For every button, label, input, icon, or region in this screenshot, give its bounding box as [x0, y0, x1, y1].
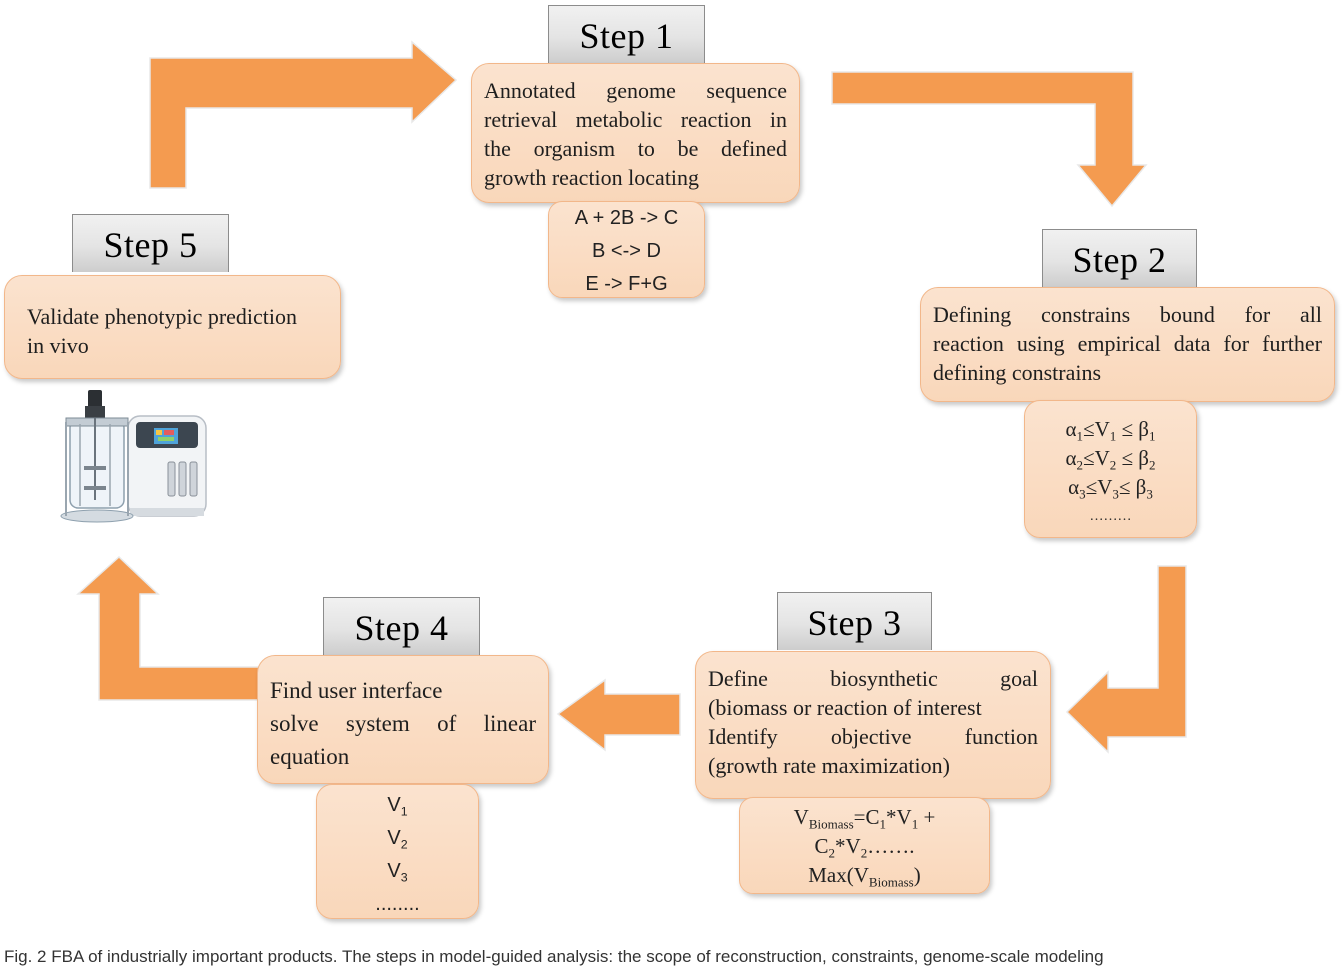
step-1-reactions: A + 2B -> C B <-> D E -> F+G [548, 201, 705, 298]
arrow-step2-to-step3 [1065, 565, 1187, 754]
arrow-step4-to-step5 [76, 555, 263, 701]
step-1-tab: Step 1 [548, 5, 705, 63]
step-2-line: reaction using empirical data for furthe… [933, 331, 1322, 356]
step-1-line: growth reaction locating [484, 165, 700, 190]
reaction-equation: E -> F+G [585, 273, 668, 295]
step-2-line: defining constrains [933, 360, 1102, 385]
step-3-line: Define biosynthetic goal [708, 666, 1038, 691]
step-1-line: Annotated genome sequence [484, 78, 787, 103]
step-2-tab: Step 2 [1042, 229, 1197, 287]
arrow-step3-to-step4 [556, 678, 681, 752]
step-4-line: solve system of linear [270, 711, 536, 736]
step-5-description: Validate phenotypic prediction in vivo [4, 275, 341, 379]
step-2-line: Defining constrains bound for all [933, 302, 1322, 327]
objective-line: C2*V2……. [814, 834, 915, 861]
reaction-equation: A + 2B -> C [574, 207, 679, 229]
objective-line: Max(VBiomass) [808, 863, 921, 890]
step-2-constraints: α1≤V1 ≤ β1 α2≤V2 ≤ β2 α3≤V3≤ β3 ……… [1024, 400, 1197, 538]
step-4-line: Find user interface [270, 678, 443, 703]
step-1-line: the organism to be defined [484, 136, 787, 161]
flux-constraint: α1≤V1 ≤ β1 [1065, 417, 1156, 444]
arrow-step5-to-step1 [149, 40, 458, 189]
step-3-line: (biomass or reaction of interest [708, 695, 982, 720]
flux-constraint: α3≤V3≤ β3 [1068, 475, 1153, 502]
step-4-tab: Step 4 [323, 597, 480, 655]
flux-constraint: α2≤V2 ≤ β2 [1065, 446, 1156, 473]
step-3-line: Identify objective function [708, 724, 1038, 749]
flux-variable: V2 [387, 827, 408, 852]
bioreactor-icon [60, 390, 207, 523]
flux-variable: V1 [387, 794, 408, 819]
step-4-line: equation [270, 744, 350, 769]
step-3-tab: Step 3 [777, 592, 932, 650]
figure-caption: Fig. 2 FBA of industrially important pro… [4, 947, 1104, 966]
step-4-variables: V1 V2 V3 ........ [316, 784, 479, 919]
flux-variable: V3 [387, 860, 408, 885]
step-5-tab: Step 5 [72, 214, 229, 272]
constraint-ellipsis: ……… [1089, 509, 1132, 524]
step-3-description: Define biosynthetic goal (biomass or rea… [695, 651, 1051, 799]
step-1-description: Annotated genome sequence retrieval meta… [471, 63, 800, 203]
arrow-step1-to-step2 [831, 71, 1148, 208]
objective-line: VBiomass=C1*V1 + [793, 805, 936, 832]
step-2-description: Defining constrains bound for all reacti… [920, 287, 1335, 402]
variable-ellipsis: ........ [375, 893, 420, 915]
step-3-objective-formula: VBiomass=C1*V1 + C2*V2……. Max(VBiomass) [739, 797, 990, 894]
step-5-line: Validate phenotypic prediction [27, 304, 298, 329]
step-5-line: in vivo [27, 333, 89, 358]
step-1-line: retrieval metabolic reaction in [484, 107, 787, 132]
step-3-line: (growth rate maximization) [708, 753, 950, 778]
step-4-description: Find user interface solve system of line… [257, 655, 549, 784]
reaction-equation: B <-> D [592, 240, 661, 262]
cycle-arrows [76, 40, 1187, 754]
